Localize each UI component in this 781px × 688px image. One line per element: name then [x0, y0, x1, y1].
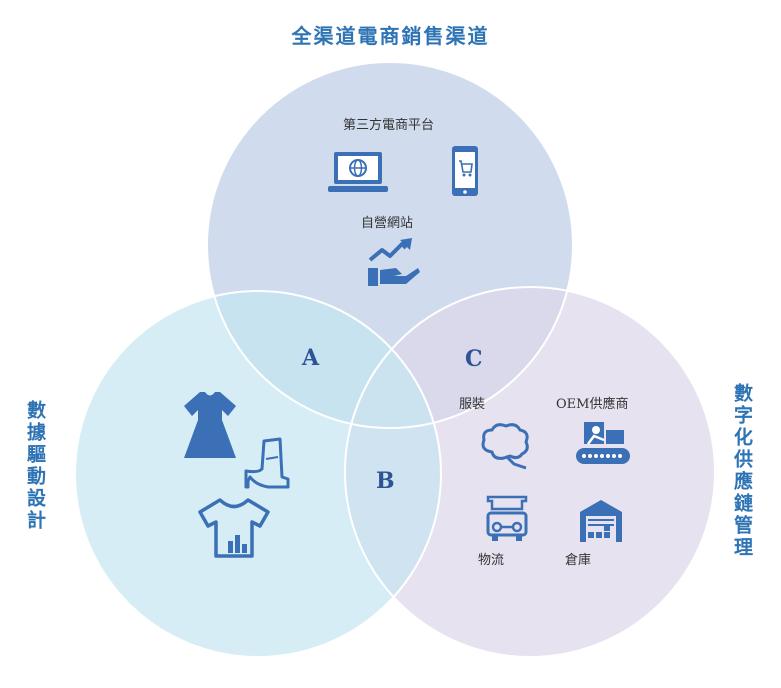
- title-omnichannel: 全渠道電商銷售渠道: [291, 24, 490, 48]
- truck-icon: [484, 495, 530, 545]
- boot-icon: [244, 437, 292, 491]
- label-apparel: 服裝: [459, 397, 486, 412]
- hand-growth-icon: [366, 236, 422, 288]
- title-digital-supply-chain: 數字化供應鏈管理: [731, 383, 753, 559]
- region-b-label: B: [376, 468, 395, 494]
- laptop-globe-icon: [328, 150, 388, 196]
- dress-icon: [182, 390, 238, 460]
- region-c-label: C: [465, 346, 483, 372]
- title-data-driven-design: 數據驅動設計: [24, 400, 46, 532]
- warehouse-icon: [578, 498, 624, 544]
- mobile-cart-icon: [451, 145, 479, 197]
- tshirt-icon: [198, 497, 270, 559]
- region-a-label: A: [302, 345, 320, 371]
- label-logistics: 物流: [478, 553, 505, 568]
- circle-left: [75, 291, 441, 657]
- cotton-icon: [478, 420, 534, 470]
- conveyor-worker-icon: [574, 420, 632, 468]
- label-third-party-platform: 第三方電商平台: [343, 118, 435, 133]
- label-warehouse: 倉庫: [565, 553, 592, 568]
- circle-right: [345, 287, 715, 657]
- label-oem-supplier: OEM供應商: [556, 397, 629, 412]
- label-own-website: 自營網站: [361, 216, 414, 231]
